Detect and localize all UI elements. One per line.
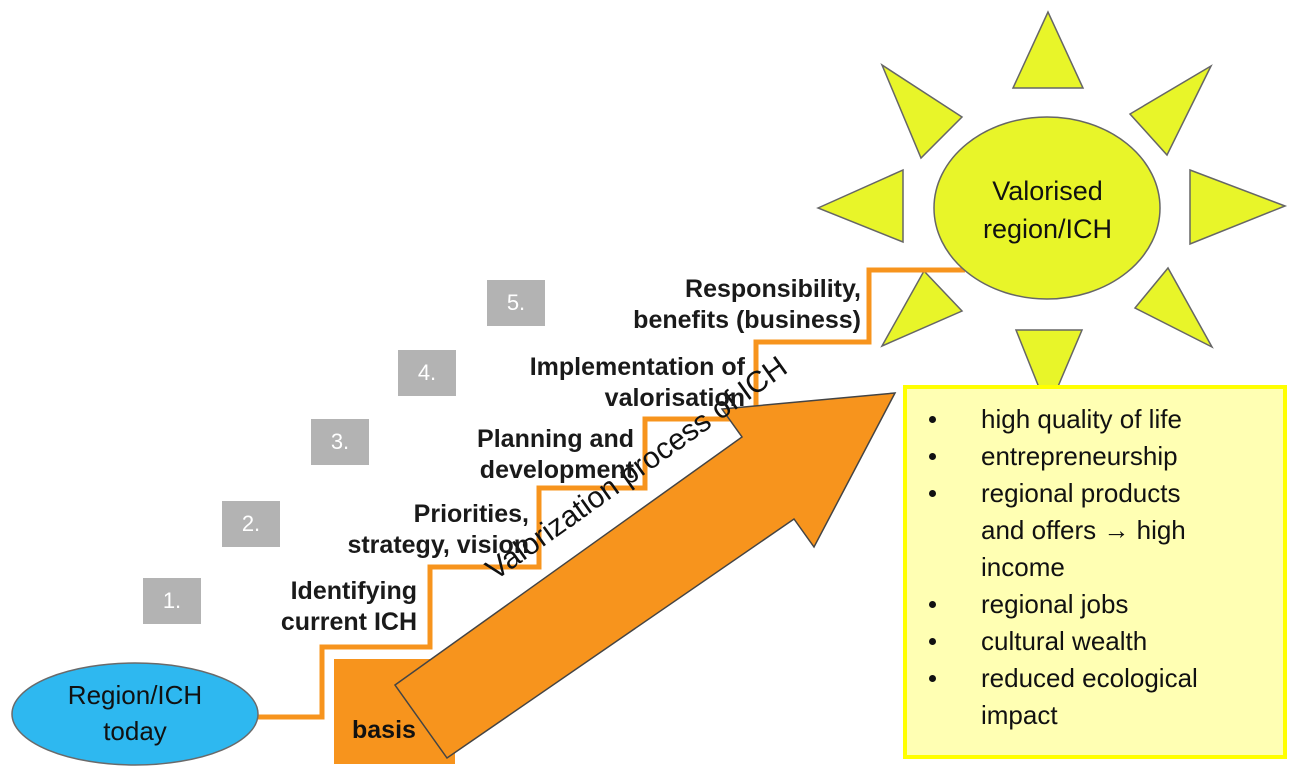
sun-circle <box>933 116 1161 300</box>
staircase-line <box>258 267 965 720</box>
sun-ray-top-left <box>880 63 964 160</box>
step-1-label: Identifying current ICH <box>200 576 417 638</box>
benefit-item: entrepreneurship <box>907 438 1283 475</box>
bullet-icon <box>929 416 936 423</box>
step-4-label-line1: Implementation of <box>529 353 745 381</box>
benefit-item-continuation: income <box>907 549 1283 586</box>
step-2-label-line2: strategy, vision <box>347 531 529 559</box>
basis-label: basis <box>352 716 416 744</box>
sun-ray-bottom <box>1014 329 1084 412</box>
sun-ray-top-right <box>1128 64 1213 157</box>
benefit-text: income <box>981 552 1065 582</box>
start-node-label: Region/ICH today <box>20 677 250 749</box>
sun-label-line1: Valorised <box>992 176 1103 206</box>
sun-label: Valorised region/ICH <box>940 172 1155 248</box>
step-5-badge: 5. <box>487 280 545 326</box>
sun-rays <box>816 10 1288 412</box>
benefit-text: entrepreneurship <box>981 441 1178 471</box>
benefit-item: reduced ecological <box>907 660 1283 697</box>
sun-ray-left <box>816 168 904 244</box>
benefit-text: and offers → high <box>981 515 1186 545</box>
benefit-item: cultural wealth <box>907 623 1283 660</box>
step-2-label-line1: Priorities, <box>413 500 529 528</box>
sun-ray-bottom-right <box>1133 266 1214 349</box>
step-3-label-line2: development <box>479 456 634 484</box>
start-node-ellipse <box>11 662 259 766</box>
sun-ray-right <box>1189 168 1288 246</box>
step-1-label-line2: current ICH <box>280 608 417 636</box>
step-5-label: Responsibility, benefits (business) <box>560 274 861 336</box>
benefits-list: high quality of life entrepreneurship re… <box>907 389 1283 734</box>
sun-ray-bottom-left <box>880 269 964 348</box>
benefits-box: high quality of life entrepreneurship re… <box>903 385 1287 759</box>
benefit-text: regional jobs <box>981 589 1129 619</box>
step-5-label-line2: benefits (business) <box>633 306 861 334</box>
step-3-label: Planning and development <box>380 424 634 486</box>
start-node-label-line2: today <box>103 716 167 746</box>
benefit-text: impact <box>981 700 1058 730</box>
step-5-label-line1: Responsibility, <box>685 275 861 303</box>
start-node-label-line1: Region/ICH <box>67 680 203 710</box>
benefit-text: regional products <box>981 478 1181 508</box>
bullet-icon <box>929 490 936 497</box>
step-3-badge: 3. <box>311 419 369 465</box>
bullet-icon <box>929 601 936 608</box>
benefit-item-continuation: and offers → high <box>907 512 1283 549</box>
step-1-label-line1: Identifying <box>290 577 417 605</box>
sun-label-line2: region/ICH <box>982 214 1113 244</box>
bullet-icon <box>929 453 936 460</box>
bullet-icon <box>929 675 936 682</box>
benefit-item: regional jobs <box>907 586 1283 623</box>
step-3-label-line1: Planning and <box>477 425 634 453</box>
step-4-label: Implementation of valorisation <box>460 352 745 414</box>
step-2-badge: 2. <box>222 501 280 547</box>
step-1-badge: 1. <box>143 578 201 624</box>
valorization-arrow <box>393 392 897 760</box>
benefit-item-continuation: impact <box>907 697 1283 734</box>
benefit-text: high quality of life <box>981 404 1182 434</box>
benefit-item: regional products <box>907 475 1283 512</box>
bullet-icon <box>929 638 936 645</box>
sun-ray-top <box>1011 10 1085 89</box>
step-4-badge: 4. <box>398 350 456 396</box>
benefit-text: cultural wealth <box>981 626 1148 656</box>
benefit-item: high quality of life <box>907 401 1283 438</box>
benefit-text: reduced ecological <box>981 663 1198 693</box>
step-2-label: Priorities, strategy, vision <box>250 499 529 561</box>
step-4-label-line2: valorisation <box>604 384 745 412</box>
